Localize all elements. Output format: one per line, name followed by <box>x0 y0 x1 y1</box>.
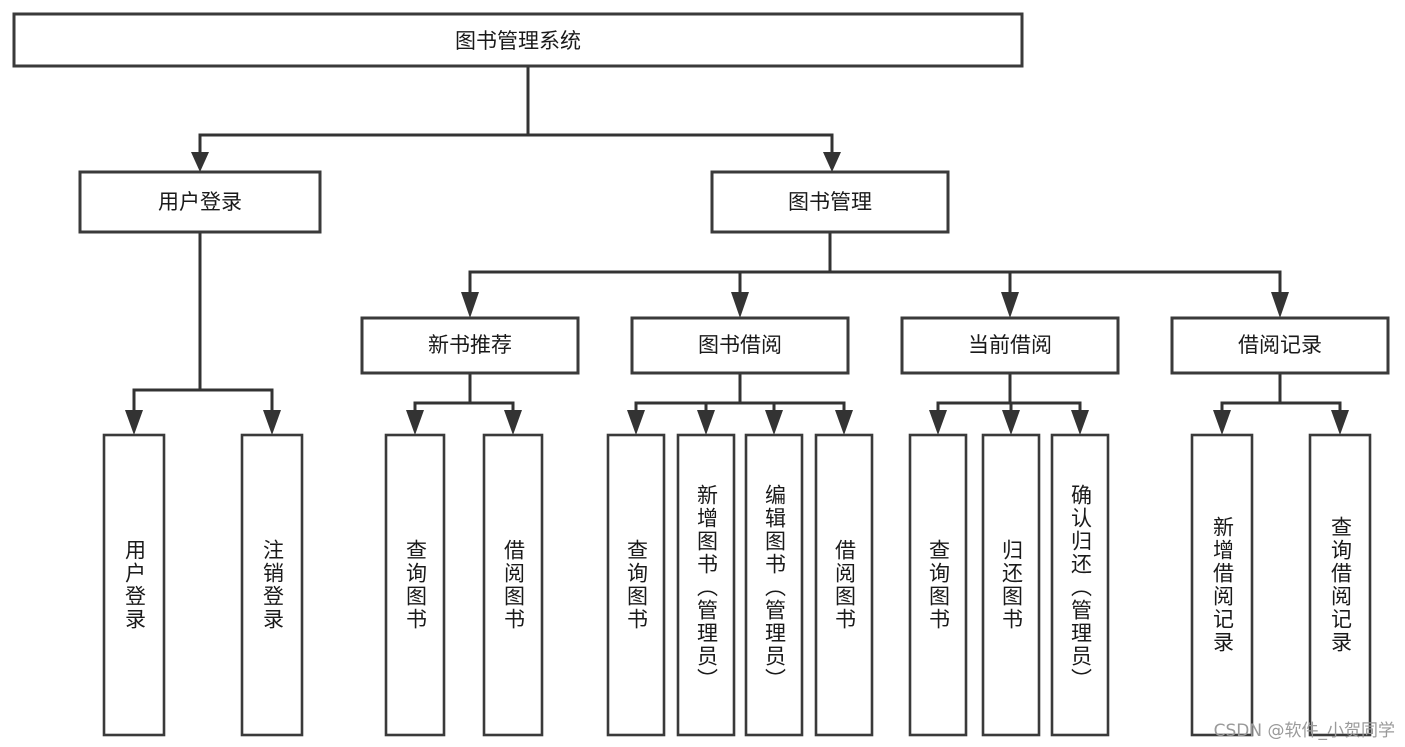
node-current-borrow-label: 当前借阅 <box>968 333 1052 357</box>
node-current-borrow[interactable]: 当前借阅 <box>900 316 1120 375</box>
arrowhead-leaf-query-book-1 <box>406 410 424 435</box>
arrowhead-leaf-query-book-2 <box>627 410 645 435</box>
leaf-box-query-book-3[interactable] <box>908 433 968 737</box>
leaf-box-add-book[interactable] <box>676 433 736 737</box>
node-user-login[interactable]: 用户登录 <box>78 170 322 234</box>
node-new-book-recommend[interactable]: 新书推荐 <box>360 316 580 375</box>
leaf-box-query-record[interactable] <box>1308 433 1372 737</box>
node-new-book-recommend-box[interactable] <box>360 316 580 375</box>
leaf-box-query-book-2[interactable] <box>606 433 666 737</box>
leaf-box-query-book-1[interactable] <box>384 433 446 737</box>
node-borrow-record-label: 借阅记录 <box>1238 333 1322 357</box>
arrowhead-leaf-user-login <box>125 410 143 435</box>
connector-root-trunk <box>198 64 834 160</box>
node-borrow-record-box[interactable] <box>1170 316 1390 375</box>
node-user-login-label: 用户登录 <box>158 190 242 214</box>
connector-layer <box>125 64 1349 435</box>
arrowhead-leaf-borrow-book-1 <box>504 410 522 435</box>
arrowhead-leaf-borrow-book-2 <box>835 410 853 435</box>
node-book-manage-box[interactable] <box>710 170 950 234</box>
arrowhead-to-borrow <box>731 292 749 318</box>
leaf-box-edit-book[interactable] <box>744 433 804 737</box>
node-current-borrow-box[interactable] <box>900 316 1120 375</box>
arrowhead-leaf-logout <box>263 410 281 435</box>
node-root-box[interactable] <box>12 12 1024 68</box>
leaf-box-add-record[interactable] <box>1190 433 1254 737</box>
node-user-login-box[interactable] <box>78 170 322 234</box>
leaf-box-layer <box>102 433 1372 737</box>
connector-new-book-trunk <box>413 371 515 417</box>
node-borrow-record[interactable]: 借阅记录 <box>1170 316 1390 375</box>
arrowhead-leaf-confirm-return <box>1071 410 1089 435</box>
arrowhead-leaf-add-book <box>697 410 715 435</box>
arrowhead-to-borrow-record <box>1271 292 1289 318</box>
leaf-box-borrow-book-1[interactable] <box>482 433 544 737</box>
arrowhead-leaf-edit-book <box>765 410 783 435</box>
node-new-book-recommend-label: 新书推荐 <box>428 333 512 357</box>
node-book-manage[interactable]: 图书管理 <box>710 170 950 234</box>
arrowhead-to-user-login <box>191 152 209 172</box>
connector-borrow-trunk <box>634 371 846 417</box>
leaf-box-return-book[interactable] <box>981 433 1041 737</box>
leaf-box-borrow-book-2[interactable] <box>814 433 874 737</box>
arrowhead-to-new-book <box>461 292 479 318</box>
connector-book-manage-trunk <box>468 230 1282 300</box>
node-book-manage-label: 图书管理 <box>788 190 872 214</box>
node-root-label: 图书管理系统 <box>455 29 581 53</box>
node-book-borrow-label: 图书借阅 <box>698 333 782 357</box>
leaf-box-logout[interactable] <box>240 433 304 737</box>
leaf-box-user-login[interactable] <box>102 433 166 737</box>
node-book-borrow-box[interactable] <box>630 316 850 375</box>
connector-user-login-trunk <box>132 230 274 417</box>
arrowhead-leaf-query-book-3 <box>929 410 947 435</box>
arrowhead-to-current-borrow <box>1001 292 1019 318</box>
node-book-borrow[interactable]: 图书借阅 <box>630 316 850 375</box>
arrowhead-leaf-return-book <box>1002 410 1020 435</box>
node-root[interactable]: 图书管理系统 <box>12 12 1024 68</box>
arrowhead-leaf-add-record <box>1213 410 1231 435</box>
connector-borrow-record-trunk <box>1220 371 1342 417</box>
leaf-box-confirm-return[interactable] <box>1050 433 1110 737</box>
arrowhead-leaf-query-record <box>1331 410 1349 435</box>
arrowhead-to-book-manage <box>823 152 841 172</box>
connector-current-borrow-trunk <box>936 371 1082 417</box>
